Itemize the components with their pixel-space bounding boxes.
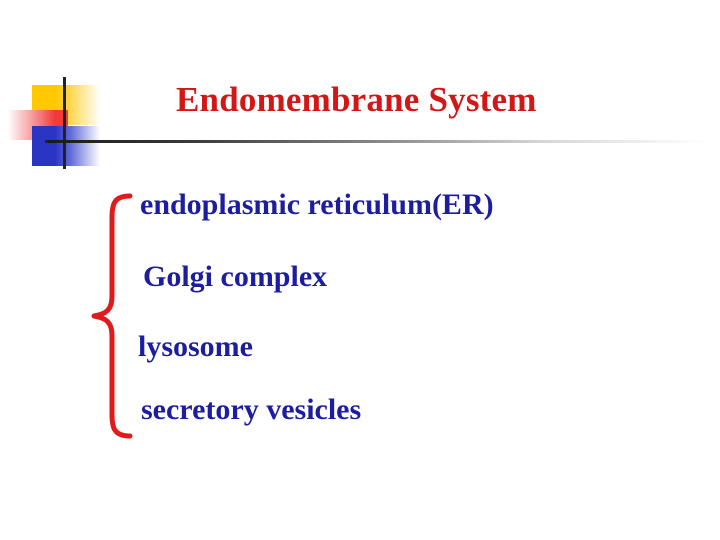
curly-brace-icon xyxy=(84,192,136,440)
list-item-lysosome: lysosome xyxy=(138,330,253,363)
list-item-endoplasmic-reticulum: endoplasmic reticulum(ER) xyxy=(140,188,494,221)
title-divider xyxy=(48,140,708,143)
blue-block-icon xyxy=(32,126,100,166)
list-item-secretory-vesicles: secretory vesicles xyxy=(141,393,362,426)
vertical-rule-icon xyxy=(63,77,66,169)
design-accent-graphic xyxy=(0,60,200,180)
slide-title: Endomembrane System xyxy=(176,80,537,119)
list-item-golgi-complex: Golgi complex xyxy=(143,260,328,293)
